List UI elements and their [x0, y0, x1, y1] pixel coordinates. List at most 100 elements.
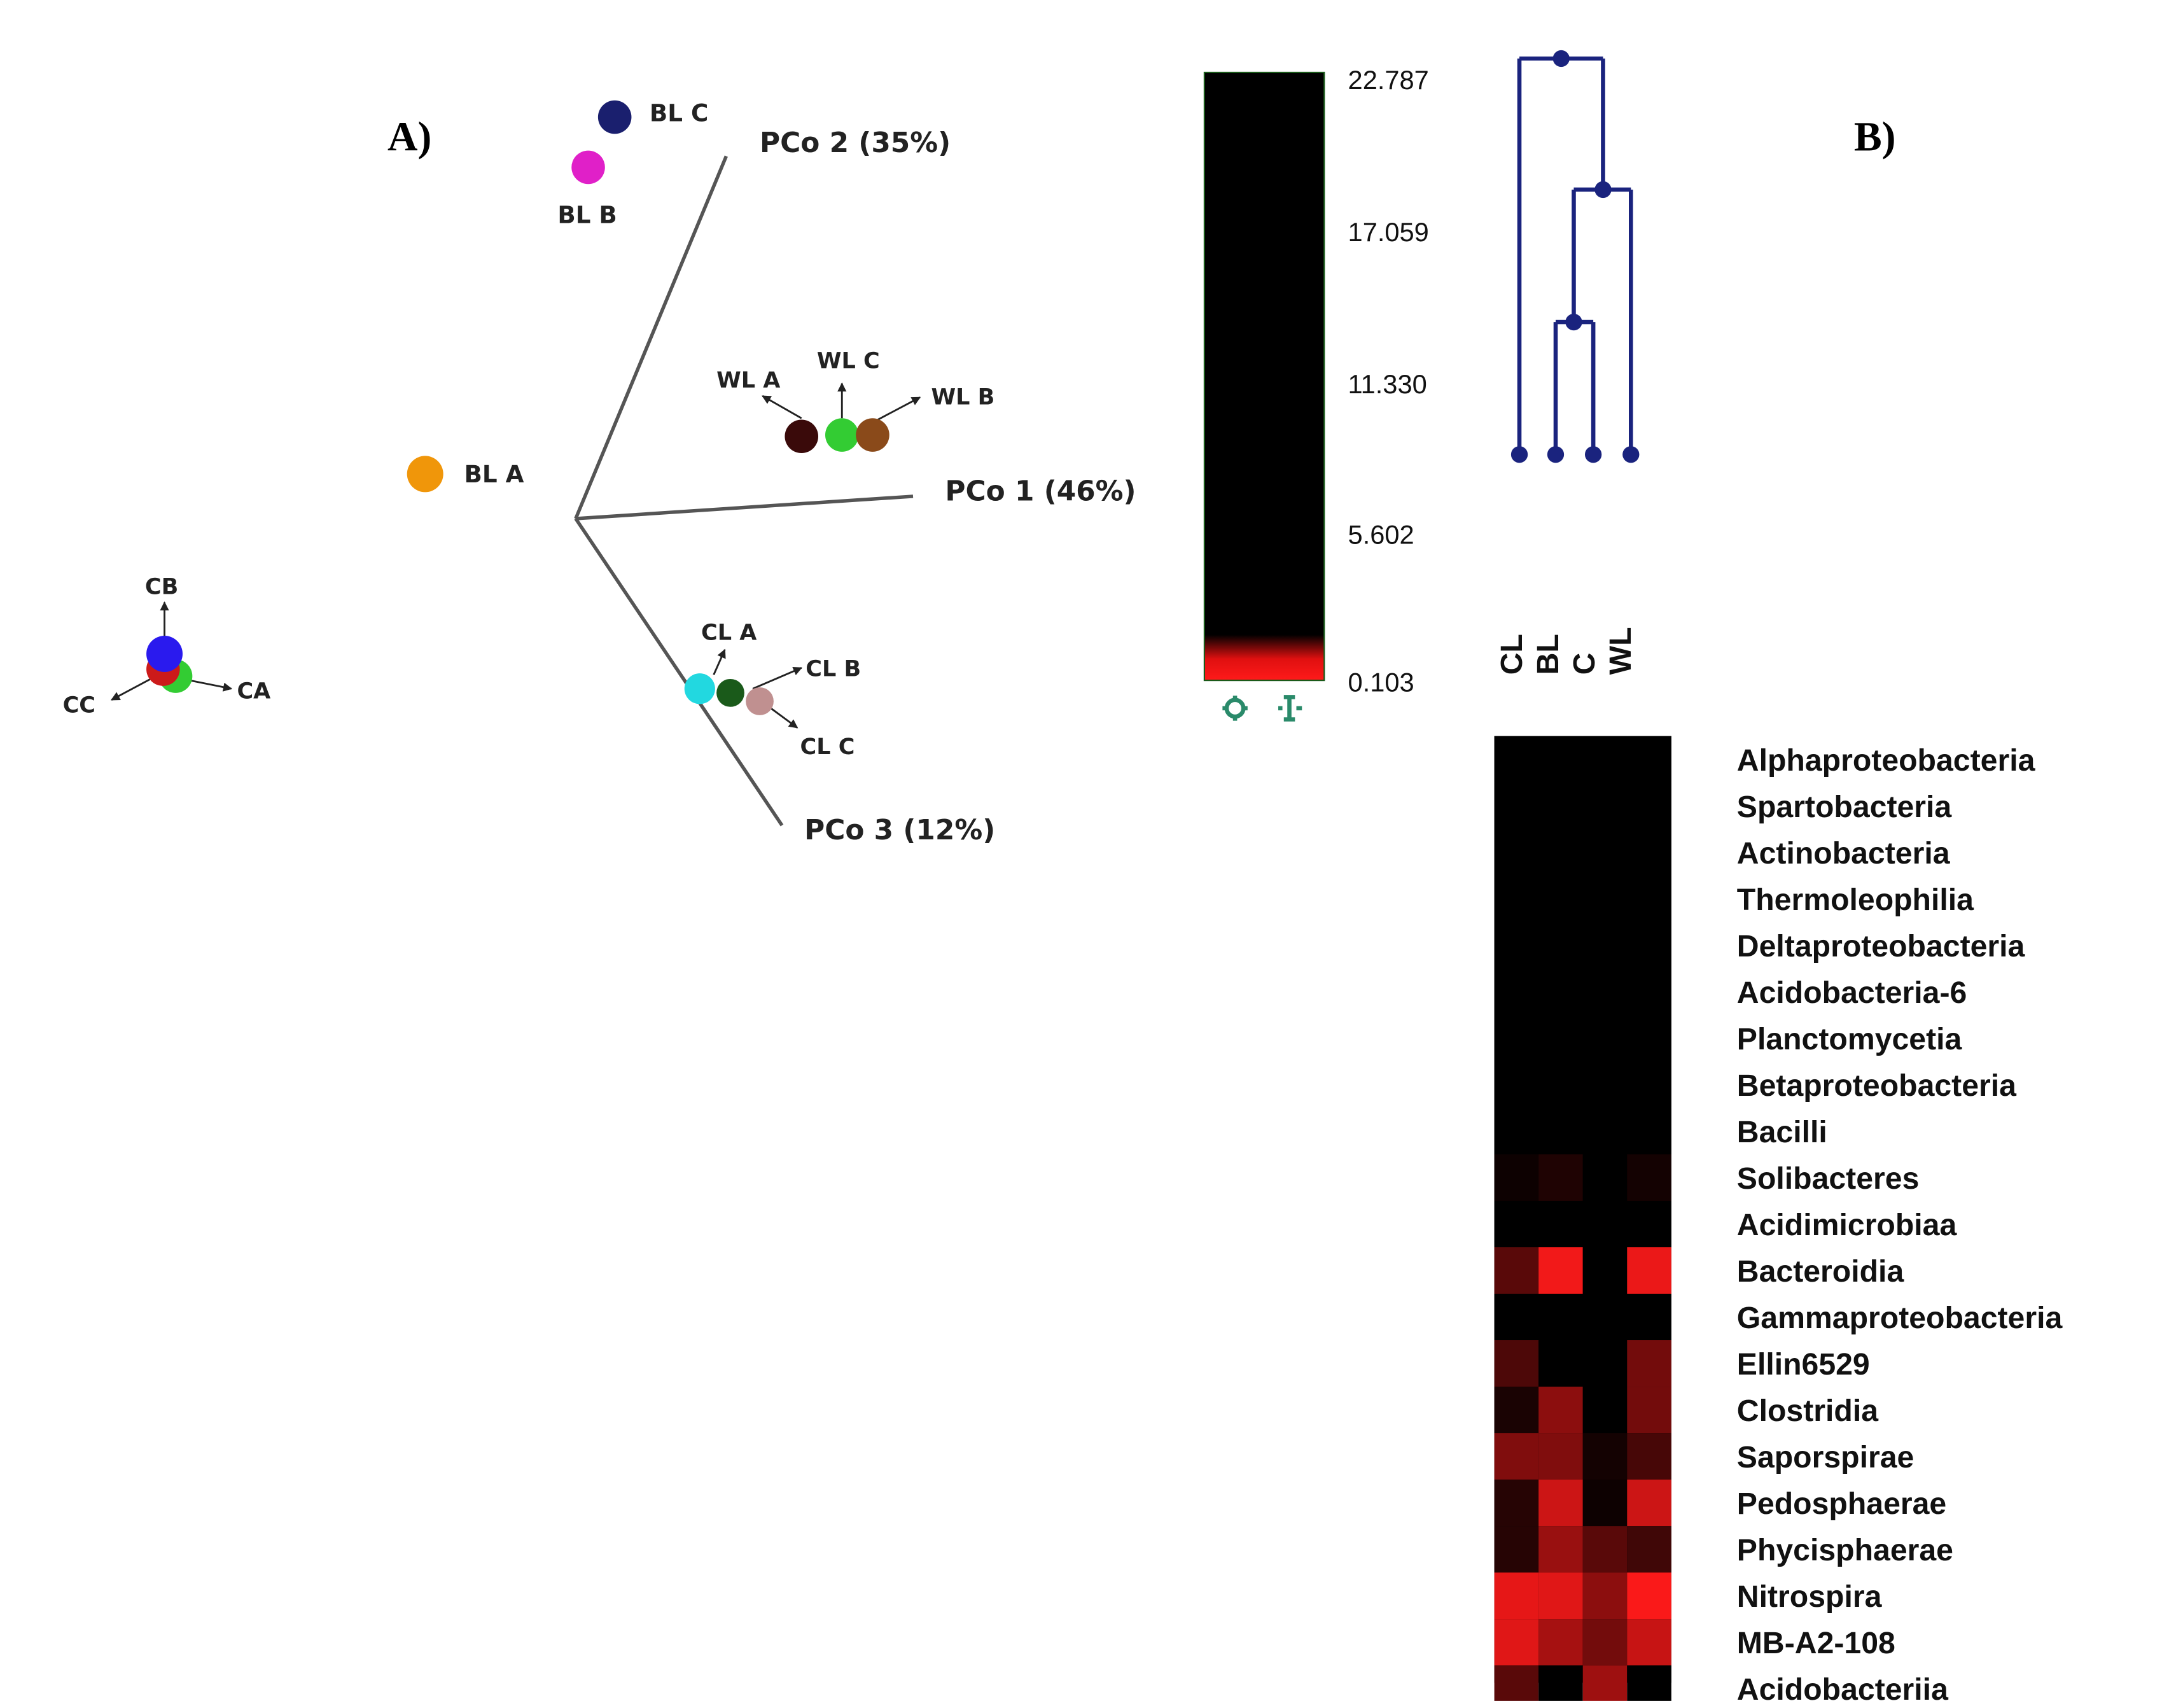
heatmap-cell	[1582, 1107, 1628, 1154]
heatmap-row-label: Acidobacteriia	[1737, 1672, 1949, 1701]
heatmap-cell	[1494, 921, 1539, 969]
heatmap-cell	[1538, 1665, 1583, 1708]
heatmap-cell	[1494, 875, 1539, 922]
heatmap-cell	[1582, 782, 1628, 829]
heatmap-cell	[1538, 1526, 1583, 1573]
heatmap-cell	[1582, 736, 1628, 783]
heatmap-cell	[1538, 1061, 1583, 1108]
heatmap-cell	[1494, 1665, 1539, 1708]
heatmap-cell	[1538, 1387, 1583, 1434]
point-cl-a-label: CL A	[701, 620, 757, 646]
heatmap-cell	[1494, 968, 1539, 1015]
heatmap-cell	[1627, 1619, 1671, 1666]
heatmap-row-label: Betaproteobacteria	[1737, 1068, 2017, 1103]
pco2-axis	[574, 155, 728, 520]
point-cl-a	[684, 673, 715, 704]
point-cl-c-label: CL C	[800, 734, 855, 760]
point-bl-c	[597, 100, 632, 134]
point-bl-b-label: BL B	[557, 201, 617, 229]
heatmap-row-label: Pedosphaerae	[1737, 1487, 1946, 1521]
dendro-link-root	[1517, 56, 1605, 455]
heatmap-cell	[1538, 736, 1583, 783]
point-wl-b-label: WL B	[931, 384, 994, 410]
heatmap-cell	[1494, 1387, 1539, 1434]
heatmap-cell	[1627, 829, 1671, 876]
scale-resize-icon[interactable]	[1278, 695, 1302, 722]
heatmap-cell	[1538, 968, 1583, 1015]
ca-label: CA	[237, 678, 270, 704]
pco3-axis	[574, 517, 784, 827]
heatmap-cell	[1582, 1387, 1628, 1434]
dendro-leaf	[1584, 446, 1602, 463]
heatmap-cell	[1538, 1619, 1583, 1666]
pco2-axis-label: PCo 2 (35%)	[760, 127, 951, 159]
heatmap-row-label: Saporspirae	[1737, 1440, 1914, 1474]
heatmap-cell	[1627, 1061, 1671, 1108]
point-wl-a-label: WL A	[716, 367, 780, 393]
heatmap-cell	[1494, 829, 1539, 876]
color-scale-bar	[1203, 71, 1325, 682]
heatmap-row-label: Gammaproteobacteria	[1737, 1301, 2063, 1335]
heatmap-cell	[1538, 1154, 1583, 1201]
scale-settings-icon[interactable]	[1222, 696, 1248, 721]
heatmap-cell	[1494, 736, 1539, 783]
scale-tick-2: 17.059	[1348, 217, 1429, 247]
heatmap-cell	[1627, 1247, 1671, 1294]
heatmap-cell	[1627, 968, 1671, 1015]
pcoa-plot: PCo 2 (35%) PCo 1 (46%) PCo 3 (12%) BL C…	[63, 99, 1136, 846]
heatmap-cell	[1538, 782, 1583, 829]
heatmap-cell	[1627, 1294, 1671, 1341]
heatmap-cell	[1538, 1572, 1583, 1620]
point-wl-c-label: WL C	[817, 347, 880, 374]
point-cl-b	[716, 678, 744, 707]
dendro-link-bl-c	[1553, 319, 1596, 455]
dendro-node	[1565, 313, 1582, 331]
scale-tick-max: 22.787	[1348, 65, 1429, 95]
heatmap-cell	[1582, 1480, 1628, 1527]
heatmap-cell	[1494, 1433, 1539, 1480]
point-bl-a-label: BL A	[464, 460, 524, 488]
heatmap-cell	[1627, 1480, 1671, 1527]
ca-arrow	[189, 679, 233, 692]
heatmap-cell	[1582, 875, 1628, 922]
heatmap-cell	[1582, 1294, 1628, 1341]
pco1-axis-label: PCo 1 (46%)	[945, 475, 1136, 508]
heatmap-row-label: Deltaproteobacteria	[1737, 929, 2026, 963]
heatmap-cell	[1582, 1154, 1628, 1201]
heatmap-cell	[1627, 1200, 1671, 1248]
heatmap-cell	[1494, 1340, 1539, 1387]
dendro-node	[1594, 181, 1612, 199]
scale-tick-3: 11.330	[1348, 369, 1427, 399]
heatmap-cell	[1627, 1014, 1671, 1061]
heatmap-cell	[1627, 1665, 1671, 1708]
heatmap-cell	[1538, 1294, 1583, 1341]
heatmap-cell	[1627, 1107, 1671, 1154]
cc-arrow	[111, 678, 151, 701]
heatmap-row-label: Bacteroidia	[1737, 1254, 1905, 1289]
point-cb	[146, 636, 183, 672]
cl-a-arrow	[713, 648, 726, 675]
heatmap-cell	[1627, 875, 1671, 922]
heatmap-cell	[1627, 1340, 1671, 1387]
heatmap-cell	[1538, 1433, 1583, 1480]
heatmap-cell	[1582, 968, 1628, 1015]
scale-tick-4: 5.602	[1348, 519, 1414, 549]
panel-a-label: A)	[387, 114, 431, 160]
heatmap-row-label: Actinobacteria	[1737, 836, 1951, 871]
dendrogram	[1517, 56, 1633, 455]
heatmap-cell	[1538, 1480, 1583, 1527]
heatmap-cell	[1582, 829, 1628, 876]
heatmap-row-label: Nitrospira	[1737, 1579, 1883, 1614]
heatmap-cell	[1582, 1200, 1628, 1248]
heatmap-row-label: Thermoleophilia	[1737, 883, 1974, 917]
panel-b-label: B)	[1854, 114, 1896, 160]
heatmap-cell	[1494, 1480, 1539, 1527]
point-wl-b	[856, 418, 889, 452]
heatmap-cell	[1494, 1061, 1539, 1108]
cc-label: CC	[63, 692, 95, 718]
heatmap-row-label: Bacilli	[1737, 1115, 1827, 1149]
heatmap-cell	[1494, 1107, 1539, 1154]
heatmap-row-label: Acidimicrobiaa	[1737, 1208, 1958, 1242]
heatmap-cell	[1582, 1572, 1628, 1620]
